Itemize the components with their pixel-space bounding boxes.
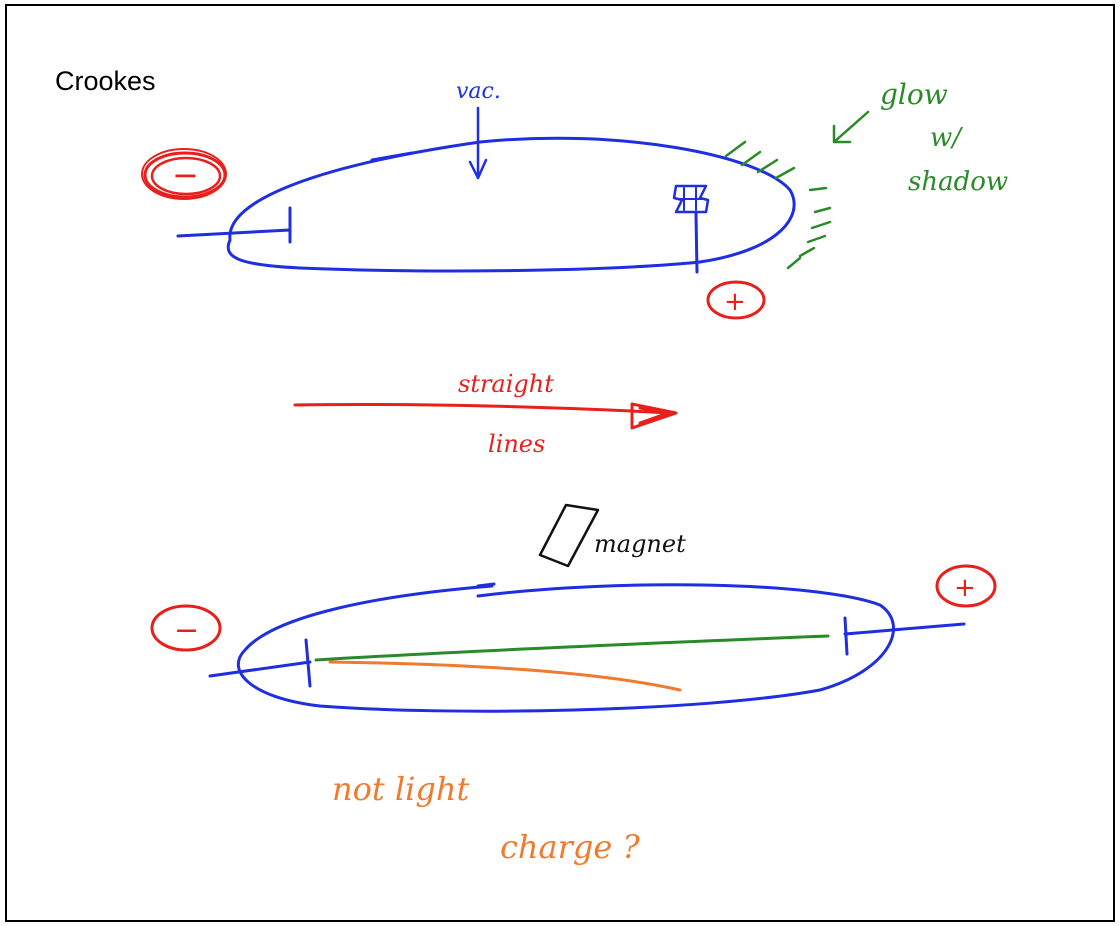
top-tube-seam (370, 151, 414, 162)
maltese-cross-icon (672, 184, 710, 214)
magnet-icon (538, 503, 600, 568)
top-cathode-wire (176, 228, 292, 238)
bottom-minus-symbol: − (174, 613, 199, 648)
not-light-label: not light (332, 770, 469, 808)
straight-beam (314, 634, 830, 662)
bottom-plus-symbol: + (954, 573, 976, 603)
bottom-tube-diagram: magnet − + (150, 503, 997, 713)
bottom-minus-sign: − (150, 604, 222, 652)
straight-lines-note: straight lines (293, 370, 678, 458)
top-plus-sign: + (706, 280, 766, 320)
conclusion-notes: not light charge ? (332, 770, 641, 866)
shadow-label: shadow (908, 167, 1008, 197)
top-anode-wire (694, 212, 699, 274)
bottom-tube-outline (236, 583, 895, 713)
bottom-plus-sign: + (935, 564, 997, 608)
top-plus-symbol: + (724, 287, 746, 317)
straight-arrow-line (293, 402, 672, 415)
bottom-cathode-plate (304, 638, 312, 688)
glow-arrow-icon (832, 110, 870, 144)
bottom-tube-seam (476, 582, 496, 588)
top-minus-sign: − (141, 148, 227, 200)
vac-label: vac. (456, 79, 501, 104)
top-minus-symbol: − (172, 156, 199, 194)
glow-label: glow (880, 78, 948, 111)
with-label: w/ (930, 123, 963, 153)
lines-label: lines (488, 430, 545, 458)
vac-arrow-icon (468, 106, 488, 180)
top-tube-outline (226, 136, 796, 273)
bottom-anode-wire (843, 622, 966, 636)
bottom-anode-plate (843, 616, 849, 656)
top-tube-diagram: vac. glow w/ shadow − + (141, 78, 1008, 320)
magnet-label: magnet (594, 530, 686, 558)
charge-label: charge ? (500, 828, 641, 866)
glow-marks (724, 140, 832, 270)
deflected-beam (328, 660, 682, 692)
slide-title: Crookes (55, 66, 156, 96)
straight-label: straight (458, 370, 554, 398)
straight-arrow-head (630, 402, 678, 430)
bottom-cathode-wire (208, 660, 312, 678)
